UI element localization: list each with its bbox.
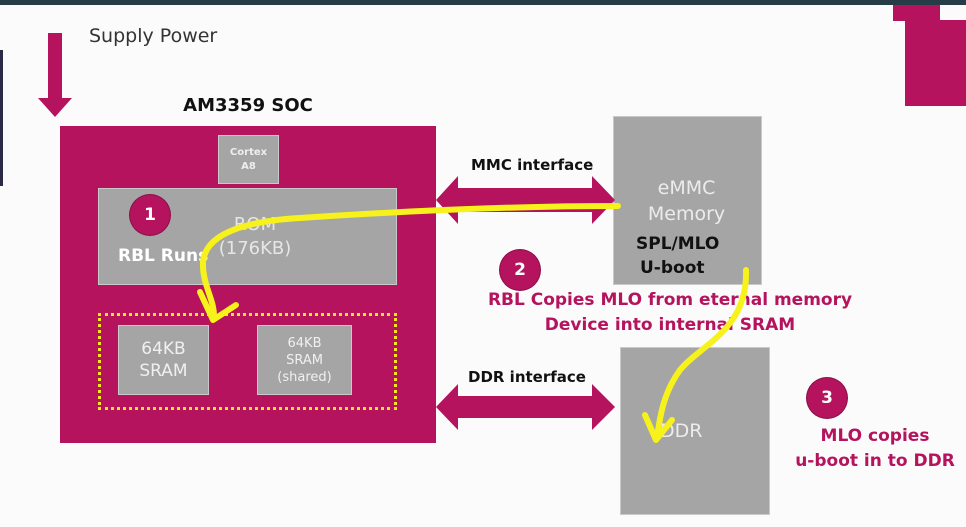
shared-sram-note: (shared) bbox=[277, 369, 332, 385]
rbl-runs-label: RBL Runs bbox=[118, 246, 209, 266]
step-3-badge: 3 bbox=[807, 378, 847, 418]
ddr-block bbox=[620, 347, 770, 515]
mmc-interface-label: MMC interface bbox=[471, 156, 594, 174]
emmc-subtitle: Memory bbox=[647, 203, 726, 225]
emmc-memory-block bbox=[613, 116, 762, 285]
step-3-line-1: MLO copies bbox=[820, 426, 930, 446]
supply-power-arrow-icon bbox=[38, 33, 72, 117]
step-2-badge: 2 bbox=[500, 250, 540, 290]
flow-arrowhead-sram-icon bbox=[197, 289, 239, 323]
step-3-description: MLO copies u-boot in to DDR bbox=[790, 424, 960, 474]
step-3-line-2: u-boot in to DDR bbox=[795, 451, 955, 471]
corner-decoration bbox=[893, 5, 940, 21]
spl-mlo-label: SPL/MLO bbox=[636, 234, 720, 254]
shared-sram-label: SRAM bbox=[286, 352, 323, 368]
shared-sram-size: 64KB bbox=[287, 335, 322, 351]
top-bar bbox=[0, 0, 966, 5]
cortex-a8-block: Cortex A8 bbox=[218, 135, 279, 184]
mmc-double-arrow-icon bbox=[436, 176, 615, 224]
cortex-label: Cortex bbox=[229, 146, 268, 158]
uboot-label: U-boot bbox=[640, 258, 705, 278]
ddr-double-arrow-icon bbox=[436, 384, 615, 430]
flow-arrowhead-ddr-icon bbox=[642, 412, 675, 443]
sram-size: 64KB bbox=[141, 339, 186, 359]
cortex-label-a8: A8 bbox=[241, 160, 256, 172]
ddr-interface-label: DDR interface bbox=[468, 368, 586, 386]
emmc-label: eMMC Memory bbox=[613, 175, 760, 227]
emmc-contents: SPL/MLO U-boot bbox=[636, 232, 719, 280]
sram-label: SRAM bbox=[139, 361, 188, 381]
flow-arrow-emmc-to-ddr bbox=[654, 267, 750, 441]
sram-block: 64KB SRAM bbox=[118, 325, 209, 395]
corner-decoration-block bbox=[905, 20, 966, 106]
left-edge-bar bbox=[0, 50, 3, 186]
supply-power-label: Supply Power bbox=[89, 25, 218, 47]
rom-size: (176KB) bbox=[218, 238, 292, 259]
soc-title: AM3359 SOC bbox=[183, 95, 313, 116]
shared-sram-block: 64KB SRAM (shared) bbox=[257, 325, 352, 395]
internal-sram-region bbox=[98, 313, 397, 410]
step-2-line-1: RBL Copies MLO from eternal memory bbox=[487, 290, 853, 310]
step-1-badge: 1 bbox=[130, 195, 170, 235]
emmc-title: eMMC bbox=[657, 177, 716, 199]
flow-arrow-emmc-to-sram bbox=[199, 203, 621, 321]
